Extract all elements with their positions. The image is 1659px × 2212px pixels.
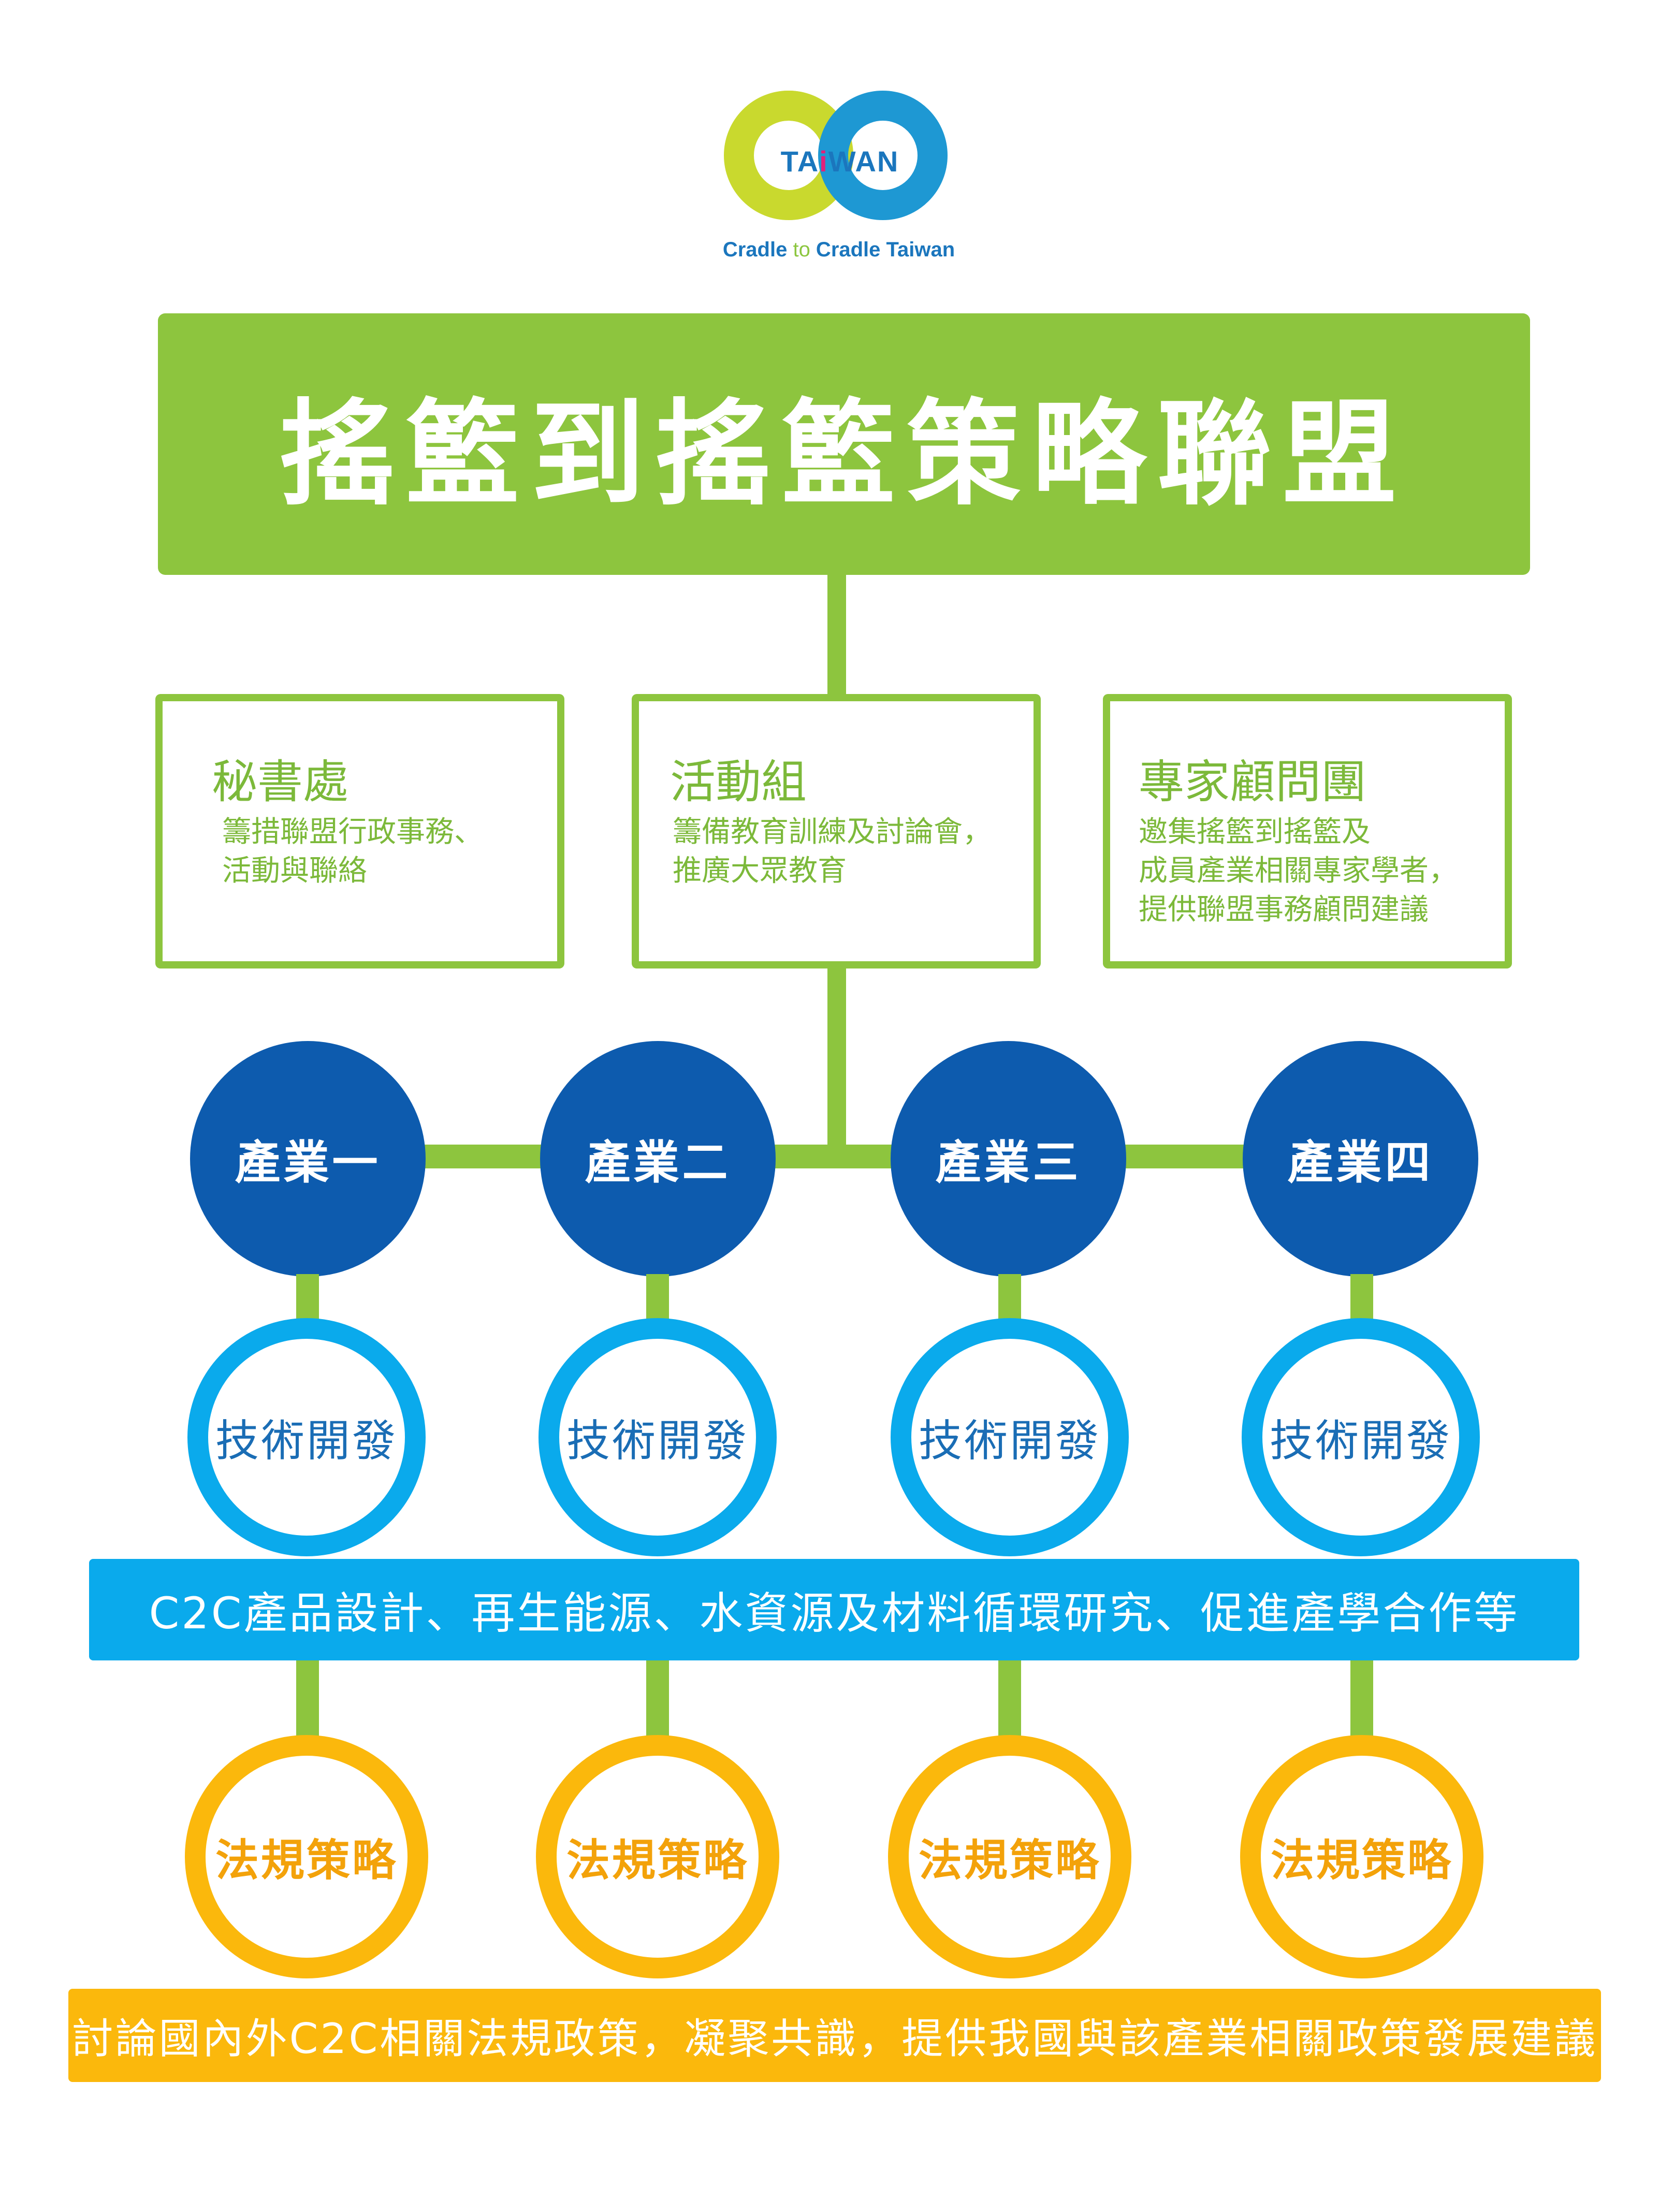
division-title: 活動組 [670,755,807,808]
connector-industry-tech [998,1274,1021,1323]
title-banner: 搖籃到搖籃策略聯盟 [158,313,1530,575]
division-desc: 籌措聯盟行政事務、 活動與聯絡 [222,815,483,888]
connector-industry-row [404,1145,1274,1168]
division-expert-panel: 專家顧問團 邀集搖籃到搖籃及 成員產業相關專家學者， 提供聯盟事務顧問建議 [1103,694,1512,968]
logo-tagline: Cradle to Cradle Taiwan [722,238,955,261]
regulation-label: 法規策略 [215,1834,398,1886]
connector-tech-reg [1350,1660,1373,1738]
industry-label: 產業四 [1287,1136,1434,1189]
regulation-strategy-node: 法規策略 [1240,1735,1483,1978]
division-desc: 籌備教育訓練及討論會， 推廣大眾教育 [673,815,992,888]
industry-label: 產業二 [585,1136,731,1189]
regulation-label: 法規策略 [1270,1834,1453,1886]
connector-industry-tech [646,1274,669,1323]
tech-label: 技術開發 [566,1415,749,1466]
regulation-strategy-node: 法規策略 [185,1735,428,1978]
tech-development-node: 技術開發 [1242,1318,1480,1556]
regulation-scope-bar: 討論國內外C2C相關法規政策，凝聚共識，提供我國與該產業相關政策發展建議 [68,1989,1601,2082]
page-title: 搖籃到搖籃策略聯盟 [280,387,1408,521]
division-secretariat: 秘書處 籌措聯盟行政事務、 活動與聯絡 [155,694,564,968]
tech-development-node: 技術開發 [539,1318,777,1556]
tech-scope-bar: C2C產品設計、再生能源、水資源及材料循環研究、促進產學合作等 [89,1559,1579,1660]
tech-development-node: 技術開發 [187,1318,426,1556]
connector-title-to-activity [827,575,846,694]
regulation-label: 法規策略 [918,1834,1101,1886]
tech-label: 技術開發 [1269,1415,1452,1466]
regulation-strategy-node: 法規策略 [536,1735,779,1978]
tech-development-node: 技術開發 [891,1318,1129,1556]
logo-wordmark: TAiWAN [780,145,899,178]
industry-label: 產業一 [235,1136,381,1189]
division-title: 秘書處 [212,755,349,808]
connector-tech-reg [296,1660,319,1738]
industry-1-node: 產業一 [190,1041,426,1277]
connector-activity-to-industries [827,968,846,1160]
tech-label: 技術開發 [918,1415,1101,1466]
division-title: 專家顧問團 [1139,755,1367,808]
regulation-strategy-node: 法規策略 [888,1735,1131,1978]
industry-3-node: 產業三 [891,1041,1126,1277]
connector-tech-reg [998,1660,1021,1738]
connector-tech-reg [646,1660,669,1738]
division-desc: 邀集搖籃到搖籃及 成員產業相關專家學者， 提供聯盟事務顧問建議 [1139,815,1458,927]
c2c-taiwan-logo: TAiWAN Cradle to Cradle Taiwan [705,72,963,272]
industry-label: 產業三 [935,1136,1082,1189]
connector-industry-tech [1350,1274,1373,1323]
industry-4-node: 產業四 [1243,1041,1478,1277]
connector-industry-tech [296,1274,319,1323]
tech-scope-text: C2C產品設計、再生能源、水資源及材料循環研究、促進產學合作等 [149,1587,1520,1639]
industry-2-node: 產業二 [540,1041,776,1277]
regulation-scope-text: 討論國內外C2C相關法規政策，凝聚共識，提供我國與該產業相關政策發展建議 [71,2015,1598,2063]
tech-label: 技術開發 [215,1415,398,1466]
division-activities: 活動組 籌備教育訓練及討論會， 推廣大眾教育 [632,694,1041,968]
regulation-label: 法規策略 [566,1834,749,1886]
